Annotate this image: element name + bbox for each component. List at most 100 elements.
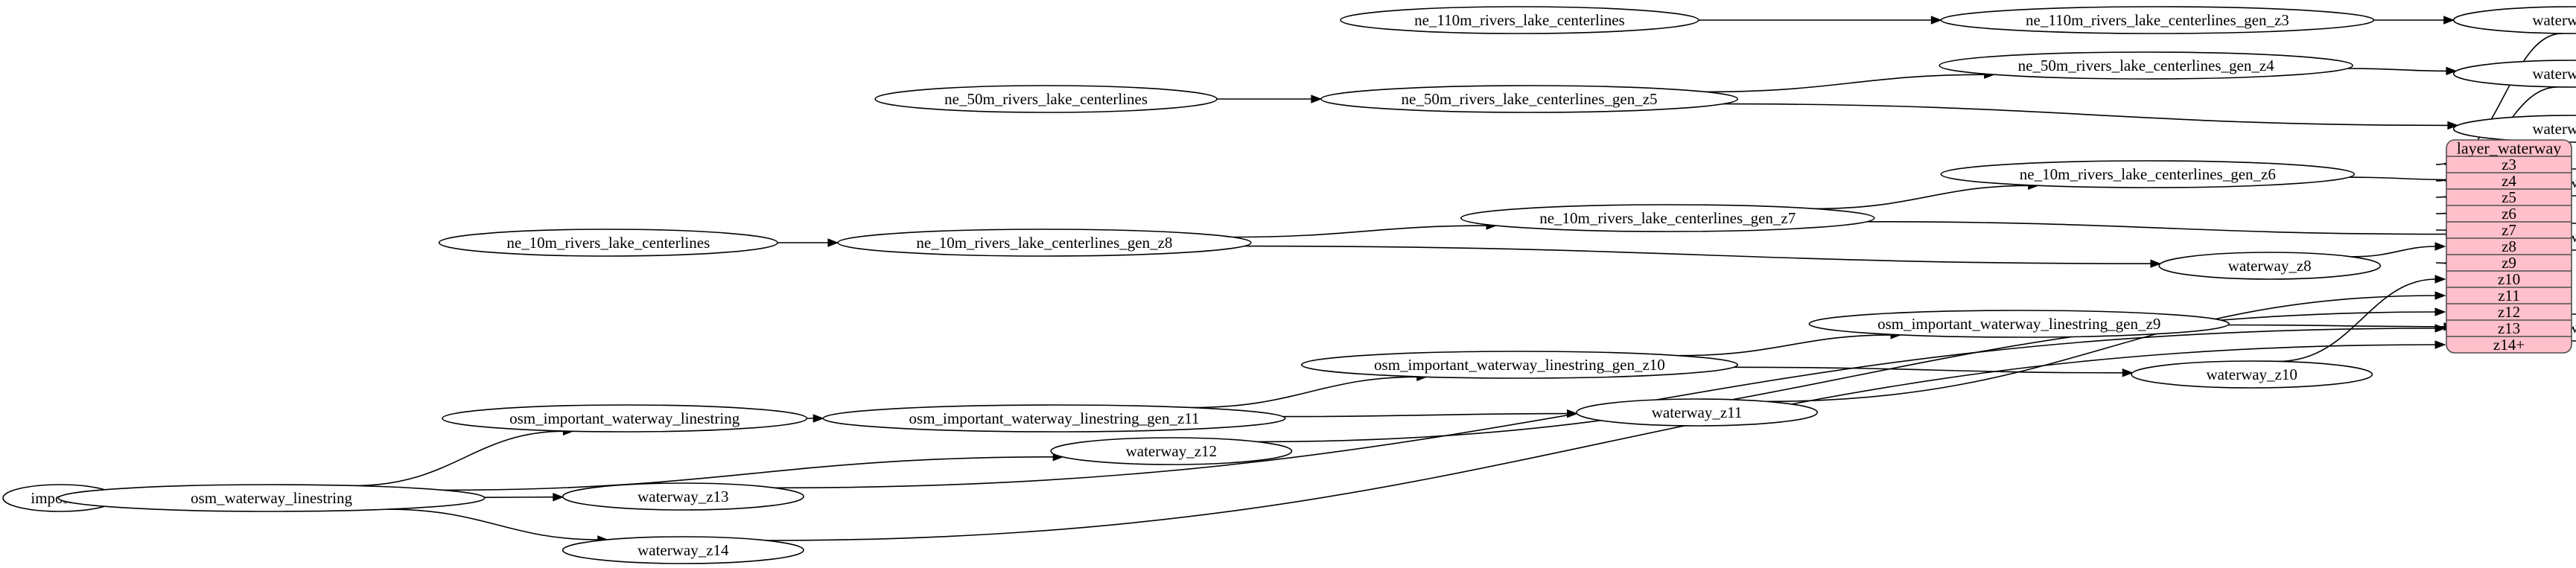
record-row-z9[interactable]: z9	[2502, 254, 2516, 272]
edge-line	[484, 496, 554, 498]
edge-arrowhead	[2150, 259, 2162, 268]
node-label: waterway_z3	[2532, 11, 2576, 29]
edges-layer	[49, 16, 2563, 544]
graph-node-waterway_z4[interactable]: waterway_z4	[2452, 60, 2576, 88]
edge-line	[2278, 278, 2437, 363]
graph-edge-ne_10m_rivers_lake_centerlines_gen_z7--to--waterway_z7	[1866, 221, 2457, 239]
record-row-z3[interactable]: z3	[2502, 156, 2516, 173]
graph-node-osm_important_waterway_linestring[interactable]: osm_important_waterway_linestring	[442, 404, 808, 433]
edge-line	[2227, 324, 2446, 328]
node-label: ne_110m_rivers_lake_centerlines_gen_z3	[2026, 11, 2289, 29]
node-label: waterway_z13	[637, 488, 728, 505]
edge-arrowhead	[2435, 242, 2446, 251]
node-shape	[822, 404, 1286, 433]
record-row-z7[interactable]: z7	[2502, 221, 2516, 239]
graph-edge-osm_waterway_linestring--to--osm_important_waterway_linestring	[354, 427, 574, 487]
node-shape	[438, 229, 778, 257]
edge-line	[2351, 246, 2437, 258]
graph-node-ne_10m_rivers_lake_centerlines_gen_z8[interactable]: ne_10m_rivers_lake_centerlines_gen_z8	[837, 229, 1252, 257]
node-shape	[442, 404, 808, 433]
graph-edge-ne_110m_rivers_lake_centerlines--to--ne_110m_rivers_lake_centerlines_gen_z3	[1698, 16, 1942, 25]
edge-arrowhead	[2435, 275, 2446, 284]
node-shape	[1320, 85, 1739, 113]
graph-node-waterway_z12[interactable]: waterway_z12	[1050, 437, 1293, 465]
edge-line	[1814, 185, 2029, 210]
graph-edge-osm_important_waterway_linestring_gen_z11--to--waterway_z11	[1282, 409, 1578, 418]
node-shape	[2131, 360, 2373, 389]
graph-node-osm_important_waterway_linestring_gen_z9[interactable]: osm_important_waterway_linestring_gen_z9	[1808, 310, 2230, 338]
node-label: osm_important_waterway_linestring_gen_z9	[1877, 315, 2160, 333]
node-shape	[1340, 6, 1699, 34]
edge-line	[1866, 221, 2447, 235]
graph-edge-osm_important_waterway_linestring_gen_z10--to--waterway_z10	[1734, 366, 2134, 377]
graph-node-ne_110m_rivers_lake_centerlines[interactable]: ne_110m_rivers_lake_centerlines	[1340, 6, 1699, 34]
node-shape	[1940, 160, 2356, 188]
node-shape	[1808, 310, 2230, 338]
graph-edge-ne_10m_rivers_lake_centerlines--to--ne_10m_rivers_lake_centerlines_gen_z8	[777, 238, 839, 247]
graph-node-waterway_z13[interactable]: waterway_z13	[562, 482, 804, 511]
record-node-title: layer_waterway	[2457, 139, 2561, 158]
edge-arrowhead	[2435, 340, 2446, 349]
record-row-z14+[interactable]: z14+	[2493, 336, 2525, 354]
node-label: waterway_z11	[1652, 403, 1743, 421]
graph-node-ne_50m_rivers_lake_centerlines[interactable]: ne_50m_rivers_lake_centerlines	[874, 85, 1218, 113]
graph-node-ne_110m_rivers_lake_centerlines_gen_z3[interactable]: ne_110m_rivers_lake_centerlines_gen_z3	[1940, 6, 2375, 34]
graph-node-osm_important_waterway_linestring_gen_z11[interactable]: osm_important_waterway_linestring_gen_z1…	[822, 404, 1286, 433]
graph-node-waterway_z3[interactable]: waterway_z3	[2452, 6, 2576, 34]
edge-line	[2347, 68, 2447, 72]
node-shape	[1460, 204, 1875, 232]
edge-arrowhead	[2435, 291, 2446, 300]
graph-node-ne_10m_rivers_lake_centerlines_gen_z7[interactable]: ne_10m_rivers_lake_centerlines_gen_z7	[1460, 204, 1875, 232]
node-label: osm_important_waterway_linestring_gen_z1…	[909, 409, 1200, 427]
edge-arrowhead	[2122, 368, 2134, 377]
edge-arrowhead	[827, 238, 839, 247]
graph-edge-waterway_z8--to--layer_waterway-z8	[2351, 242, 2446, 258]
node-label: osm_important_waterway_linestring_gen_z1…	[1374, 356, 1665, 374]
record-row-z5[interactable]: z5	[2502, 188, 2516, 206]
graph-edge-ne_50m_rivers_lake_centerlines--to--ne_50m_rivers_lake_centerlines_gen_z5	[1217, 95, 1323, 103]
graph-edge-osm_waterway_linestring--to--waterway_z12	[443, 453, 1064, 491]
node-label: ne_10m_rivers_lake_centerlines	[506, 234, 710, 252]
record-row-z13[interactable]: z13	[2498, 319, 2520, 337]
graph-edge-ne_50m_rivers_lake_centerlines_gen_z5--to--ne_50m_rivers_lake_centerlines_gen_z4	[1705, 70, 1995, 93]
graph-node-waterway_z5[interactable]: waterway_z5	[2452, 115, 2576, 143]
node-label: waterway_z8	[2228, 257, 2312, 275]
graph-node-osm_waterway_linestring[interactable]: osm_waterway_linestring	[57, 484, 486, 512]
record-row-z11[interactable]: z11	[2498, 287, 2520, 304]
edge-arrowhead	[2435, 307, 2446, 316]
node-label: ne_10m_rivers_lake_centerlines_gen_z6	[2020, 165, 2276, 183]
graph-node-ne_50m_rivers_lake_centerlines_gen_z5[interactable]: ne_50m_rivers_lake_centerlines_gen_z5	[1320, 85, 1739, 113]
graph-node-osm_important_waterway_linestring_gen_z10[interactable]: osm_important_waterway_linestring_gen_z1…	[1300, 351, 1739, 379]
graph-edge-ne_10m_rivers_lake_centerlines_gen_z6--to--waterway_z6	[2349, 175, 2458, 185]
graph-node-waterway_z8[interactable]: waterway_z8	[2158, 252, 2382, 280]
record-row-z10[interactable]: z10	[2498, 270, 2520, 288]
graph-node-waterway_z11[interactable]: waterway_z11	[1576, 398, 1819, 427]
edge-line	[1705, 74, 1985, 93]
nodes-layer: imposm3osm_waterway_linestringosm_import…	[2, 6, 2576, 564]
graph-edge-waterway_z11--to--layer_waterway-z11	[1766, 291, 2446, 403]
graph-node-ne_10m_rivers_lake_centerlines_gen_z6[interactable]: ne_10m_rivers_lake_centerlines_gen_z6	[1940, 160, 2356, 188]
graph-node-ne_50m_rivers_lake_centerlines_gen_z4[interactable]: ne_50m_rivers_lake_centerlines_gen_z4	[1939, 51, 2353, 80]
node-shape	[562, 536, 804, 564]
graph-node-waterway_z10[interactable]: waterway_z10	[2131, 360, 2373, 389]
record-row-z4[interactable]: z4	[2502, 172, 2516, 190]
record-row-z12[interactable]: z12	[2498, 303, 2520, 321]
edge-line	[1734, 366, 2124, 374]
node-shape	[1050, 437, 1293, 465]
record-node-body	[2446, 139, 2572, 354]
node-label: osm_waterway_linestring	[191, 489, 352, 507]
node-shape	[1576, 398, 1819, 427]
edge-arrowhead	[553, 492, 565, 502]
edge-arrowhead	[812, 414, 824, 423]
record-row-z8[interactable]: z8	[2502, 237, 2516, 255]
edge-arrowhead	[2435, 324, 2446, 333]
edge-line	[1244, 245, 2152, 264]
edge-line	[1257, 311, 2437, 443]
node-shape	[562, 482, 804, 511]
graph-edge-waterway_z14--to--layer_waterway-z14+	[766, 340, 2446, 541]
edge-arrowhead	[1311, 95, 1323, 103]
node-label: ne_50m_rivers_lake_centerlines_gen_z5	[1402, 90, 1658, 108]
graph-node-ne_10m_rivers_lake_centerlines[interactable]: ne_10m_rivers_lake_centerlines	[438, 229, 778, 257]
record-row-z6[interactable]: z6	[2502, 205, 2516, 223]
graph-node-waterway_z14[interactable]: waterway_z14	[562, 536, 804, 564]
